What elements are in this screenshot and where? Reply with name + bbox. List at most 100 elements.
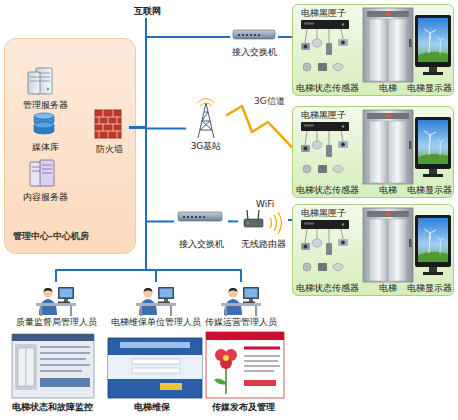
screenshot-door [18, 348, 26, 386]
base-station-node: 3G基站 [186, 100, 226, 152]
screenshot-monitoring [12, 334, 94, 398]
screen-caption: 电梯维保 [134, 402, 170, 413]
screenshot-price [244, 380, 276, 386]
firewall-node: 防火墙 [89, 109, 129, 155]
server-icon [30, 162, 42, 186]
flower-petal [225, 349, 237, 361]
network-link [56, 127, 146, 282]
screenshot-header [12, 334, 94, 341]
flower-leaf [214, 378, 226, 384]
screenshot-button [160, 383, 182, 390]
switch-ports [183, 216, 205, 218]
node-label: 管理中心-中心机房 [13, 231, 89, 242]
firewall-bricks [95, 110, 121, 138]
node-label: 电梯 [379, 185, 397, 196]
firewall-icon [95, 110, 121, 138]
tower-signal [197, 99, 215, 107]
screenshot-title [120, 342, 190, 348]
flower-center [223, 355, 229, 361]
router-antenna [258, 210, 259, 220]
server-node: 内容服务器 [15, 159, 75, 203]
server-icon [28, 72, 40, 94]
flower-petal [220, 357, 232, 369]
node-label: 电梯状态传感器 [296, 185, 359, 196]
server-slots [32, 165, 52, 173]
tower-icon [198, 103, 214, 138]
screenshot-bar [40, 378, 90, 387]
network-link [129, 127, 174, 221]
switch-node: 接入交换机 [230, 28, 278, 58]
router-antenna [247, 210, 248, 220]
node-label: 媒体库 [15, 142, 75, 153]
node-label: 质量监督局管理人员 [10, 317, 102, 328]
network-link [228, 220, 238, 222]
node-label: 接入交换机 [174, 239, 228, 250]
media-store-top [34, 113, 54, 119]
flower-stem [225, 368, 227, 394]
router-led [247, 222, 249, 224]
data-center-zone: 管理中心-中心机房管理服务器媒体库内容服务器 防火墙 [4, 38, 136, 254]
node-label: 电梯显示器 [407, 83, 452, 94]
switch-icon [178, 212, 222, 221]
screen-caption: 传媒发布及管理 [212, 402, 275, 413]
node-label: 接入交换机 [230, 47, 278, 58]
node-label: 管理服务器 [15, 100, 75, 111]
network-link [226, 106, 292, 147]
server-slots [30, 73, 50, 81]
screenshot-panel [15, 344, 37, 390]
wifi-waves [270, 212, 282, 234]
screenshot-lines [244, 347, 280, 350]
elevator-group: 电梯黑匣子电梯状态传感器 电梯电梯显示器 [292, 106, 454, 198]
node-label: 防火墙 [89, 144, 129, 155]
screen-caption: 电梯状态和故障监控 [12, 402, 93, 413]
screenshot-band [108, 355, 202, 379]
flower-petal [215, 349, 227, 361]
server-led [47, 88, 49, 90]
network-link [129, 37, 230, 127]
node-label: 3G基站 [186, 141, 226, 152]
network-link [278, 36, 292, 38]
elevator-group: 电梯黑匣子电梯状态传感器电梯电梯显示器 [292, 204, 454, 296]
switch-ports [238, 34, 260, 36]
screenshot-door [26, 348, 34, 386]
wireless-label: WiFi [256, 199, 274, 210]
node-label: 电梯维保单位管理人员 [108, 317, 204, 328]
operator-illustration [136, 287, 176, 316]
server-icon [40, 160, 54, 186]
screenshot-field [132, 368, 180, 373]
network-link [129, 127, 156, 282]
switch-node: 接入交换机 [174, 206, 228, 250]
operator-node: 传媒运营管理人员 [198, 282, 284, 328]
media-store-node: 媒体库 [15, 113, 75, 153]
media-store-icon [34, 125, 54, 134]
operator-illustration [36, 287, 76, 316]
operator-node: 质量监督局管理人员 [10, 282, 102, 328]
router-icon [244, 219, 263, 227]
server-node: 管理服务器 [15, 67, 75, 111]
node-label: 电梯黑匣子 [301, 8, 346, 19]
node-label: 电梯 [379, 83, 397, 94]
elevator-illustration [301, 208, 451, 282]
network-label: 互联网 [134, 6, 161, 17]
elevator-group: 电梯黑匣子电梯状态传感器电梯电梯显示器 [292, 4, 454, 96]
screenshot-field [132, 359, 180, 364]
switch-icon [233, 30, 275, 39]
network-link [288, 219, 292, 221]
node-label: 电梯显示器 [407, 185, 452, 196]
node-label: 无线路由器 [238, 239, 288, 250]
media-store-top [34, 122, 54, 128]
elevator-illustration [301, 8, 451, 82]
node-label: 电梯显示器 [407, 283, 452, 294]
node-label: 电梯黑匣子 [301, 110, 346, 121]
screenshot-header [206, 332, 284, 340]
server-icon [36, 68, 52, 94]
screenshot-lines [40, 347, 90, 371]
network-link [129, 127, 241, 282]
screenshot-maintenance [108, 338, 202, 398]
node-label: 内容服务器 [15, 192, 75, 203]
node-label: 电梯状态传感器 [296, 283, 359, 294]
media-store-icon [34, 116, 54, 125]
